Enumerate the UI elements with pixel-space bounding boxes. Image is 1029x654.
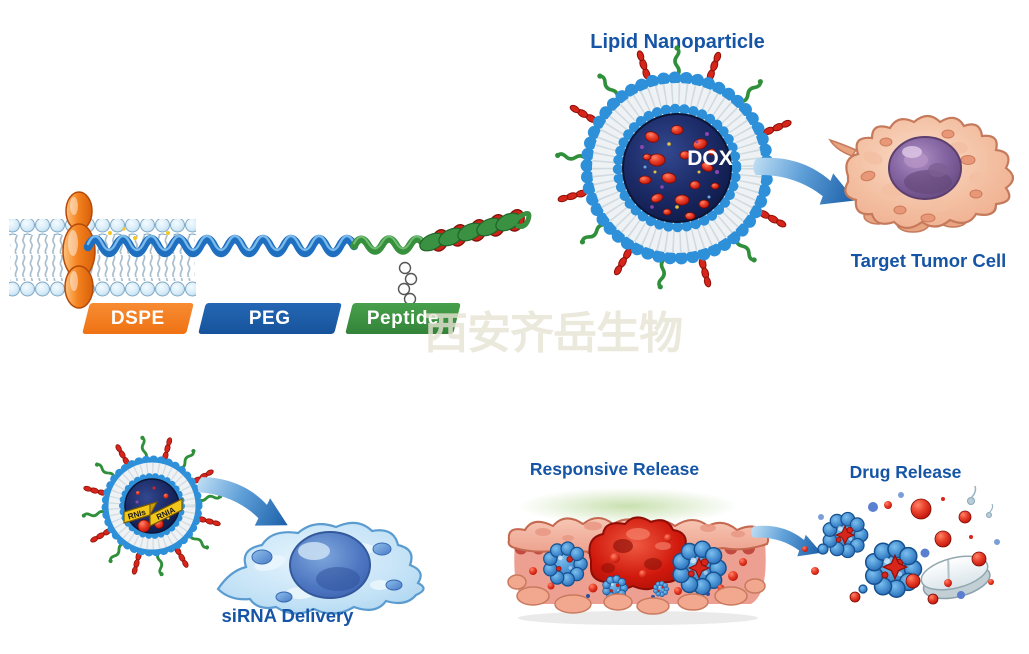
linker-beads [397,261,418,306]
outer-lipid-beads [101,455,203,557]
dox-molecules [638,125,720,220]
sirna-nanoparticle-illustration: RNIs RNIA [80,434,224,578]
cell-organelles [251,542,403,603]
organelles [860,129,983,223]
cell-spike [828,138,858,157]
peg-label-text: PEG [249,307,291,329]
conjugate-chain-illustration [83,209,532,306]
lipid-tail-texture [108,462,196,550]
target-cell-illustration [216,521,425,615]
lipid-nanoparticle-title: Lipid Nanoparticle [590,31,765,53]
responsive-release-title: Responsive Release [529,459,700,479]
released-drug-molecules [802,492,1000,605]
dspe-protein [62,191,96,309]
pill-icon [920,555,991,600]
small-molecule-with-tail [967,485,994,518]
dspe-label-text: DSPE [111,307,165,329]
watermark: 西安齐岳生物 [424,309,683,358]
tumor-texture [601,528,672,578]
tissue-glow [518,488,738,524]
membrane-sparkles [108,227,170,240]
tissue-shadow [518,611,758,625]
lipid-tail-texture [592,83,762,253]
dspe-label: DSPE [82,303,194,334]
dox-core-label: DOX [687,147,733,170]
inner-lipid-beads [612,103,742,233]
peg-chain [83,234,359,258]
lipid-heads-bottom [9,281,196,297]
disassembling-nanoparticles [817,511,923,599]
tissue-cobblestones [507,574,766,615]
drug-release-illustration [802,485,1000,605]
target-tumor-cell-label: Target Tumor Cell [850,250,1007,271]
tissue-illustration [507,488,770,625]
released-drug-dots [529,558,747,599]
cell-nucleus [289,531,371,599]
lipid-heads-top [9,219,196,235]
peptide-chain [350,235,428,255]
peg-label: PEG [198,303,342,334]
lipid-nanoparticle-illustration: DOX [552,43,802,292]
cytoplasm-patches [863,142,987,212]
tumor-nucleus [888,136,962,200]
sirna-delivery-label: siRNA Delivery [221,605,354,626]
peptide-helix [419,209,532,252]
drug-release-title: Drug Release [849,462,962,482]
tumor-cell-illustration [828,114,1015,233]
